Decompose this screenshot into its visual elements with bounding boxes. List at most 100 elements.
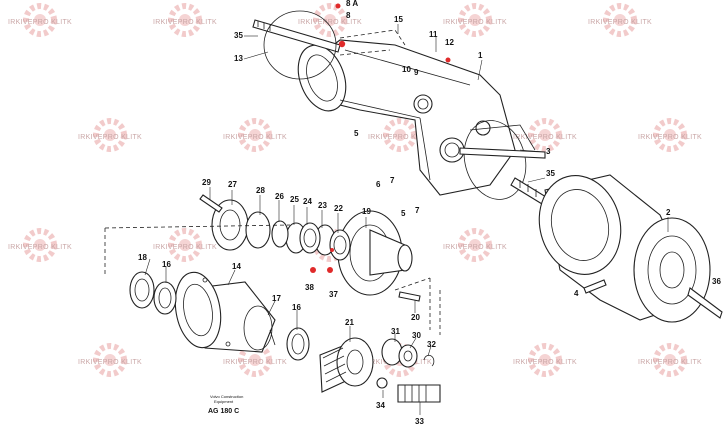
callout-32: 32 [427, 340, 436, 349]
callout-15: 15 [394, 15, 403, 24]
watermark-gear-icon [23, 3, 57, 37]
watermark-stamp: IRKIVEPRO KLITK [153, 3, 217, 37]
callout-4: 4 [574, 289, 579, 298]
watermark-stamp: IRKIVEPRO KLITK [368, 118, 432, 152]
watermark-text: IRKIVEPRO KLITK [78, 134, 142, 141]
plate-15 [339, 29, 406, 56]
clip-32 [423, 354, 435, 367]
watermark-gear-hub [249, 129, 261, 141]
callout-28: 28 [256, 186, 265, 195]
callout-26: 26 [275, 192, 284, 201]
watermark-text: IRKIVEPRO KLITK [588, 19, 652, 26]
watermark-text: IRKIVEPRO KLITK [443, 19, 507, 26]
callout-8: 8 [346, 11, 351, 20]
callout-8a: 8 A [346, 0, 358, 8]
callout-16a: 16 [162, 260, 171, 269]
watermark-text: IRKIVEPRO KLITK [638, 359, 702, 366]
watermark-stamp: IRKIVEPRO KLITK [298, 3, 362, 37]
callout-1: 1 [478, 51, 483, 60]
watermark-text: IRKIVEPRO KLITK [153, 19, 217, 26]
watermark-gear-hub [664, 354, 676, 366]
watermark-stamp: IRKIVEPRO KLITK [513, 118, 577, 152]
callout-30: 30 [412, 331, 421, 340]
caption-block: Volvo Construction Equipment AG 180 C [208, 394, 243, 415]
watermark-gear-hub [539, 129, 551, 141]
callout-7a: 7 [390, 176, 395, 185]
spacer-17 [269, 329, 276, 346]
callout-13: 13 [234, 54, 243, 63]
watermark-text: IRKIVEPRO KLITK [8, 19, 72, 26]
callout-38: 38 [305, 283, 314, 292]
callout-34: 34 [376, 401, 385, 410]
watermark-stamp: IRKIVEPRO KLITK [443, 3, 507, 37]
callout-35a: 35 [234, 31, 243, 40]
diagram-code: AG 180 C [208, 408, 239, 415]
watermark-stamp: IRKIVEPRO KLITK [638, 118, 702, 152]
watermark-text: IRKIVEPRO KLITK [223, 359, 287, 366]
watermark-gear-icon [458, 3, 492, 37]
watermark-text: IRKIVEPRO KLITK [298, 19, 362, 26]
watermark-gear-icon [528, 343, 562, 377]
highlight-markers [310, 3, 451, 273]
callout-25: 25 [290, 195, 299, 204]
callout-3: 3 [546, 147, 551, 156]
watermark-gear-icon [603, 3, 637, 37]
watermark-gear-hub [394, 129, 406, 141]
watermark-gear-icon [23, 228, 57, 262]
watermark-text: IRKIVEPRO KLITK [368, 134, 432, 141]
callout-20: 20 [411, 313, 420, 322]
shaft-36 [687, 287, 723, 319]
callout-16b: 16 [292, 303, 301, 312]
watermark-gear-icon [528, 118, 562, 152]
callout-5a: 5 [354, 129, 359, 138]
watermark-gear-hub [614, 14, 626, 26]
axle-housing-part-1 [297, 39, 536, 200]
bolt-29 [199, 194, 223, 213]
callout-17: 17 [272, 294, 281, 303]
callout-6: 6 [376, 180, 381, 189]
watermark-stamp: IRKIVEPRO KLITK [223, 118, 287, 152]
watermark-text: IRKIVEPRO KLITK [513, 134, 577, 141]
watermark-gear-hub [469, 239, 481, 251]
watermark-stamp: IRKIVEPRO KLITK [8, 228, 72, 262]
bearing-ring-16-left [153, 281, 177, 315]
callout-37: 37 [329, 290, 338, 299]
caption-line-1: Volvo Construction [210, 394, 243, 399]
watermark-stamp: IRKIVEPRO KLITK [153, 228, 217, 262]
callout-27: 27 [228, 180, 237, 189]
watermark-text: IRKIVEPRO KLITK [513, 359, 577, 366]
callout-12: 12 [445, 38, 454, 47]
drive-shaft-35-top [252, 19, 341, 53]
callout-14: 14 [232, 262, 241, 271]
watermark-stamp: IRKIVEPRO KLITK [78, 118, 142, 152]
watermark-stamp: IRKIVEPRO KLITK [588, 3, 652, 37]
watermark-gear-hub [179, 239, 191, 251]
callout-21: 21 [345, 318, 354, 327]
watermark-gear-icon [238, 118, 272, 152]
nut-34 [376, 377, 388, 389]
watermark-gear-icon [383, 118, 417, 152]
caption-line-2: Equipment [214, 399, 234, 404]
watermark-gear-icon [313, 3, 347, 37]
watermark-stamp: IRKIVEPRO KLITK [443, 228, 507, 262]
callout-22: 22 [334, 204, 343, 213]
callout-10: 10 [402, 65, 411, 74]
watermark-text: IRKIVEPRO KLITK [443, 244, 507, 251]
watermark-gear-hub [249, 354, 261, 366]
callout-36: 36 [712, 277, 721, 286]
callout-9: 9 [414, 68, 419, 77]
callout-7b: 7 [415, 206, 420, 215]
watermark-stamp: IRKIVEPRO KLITK [78, 343, 142, 377]
watermark-gear-hub [104, 354, 116, 366]
bolt-4 [583, 279, 607, 294]
gasket-ring-13 [263, 10, 337, 80]
watermark-gear-icon [653, 118, 687, 152]
callout-33: 33 [415, 417, 424, 426]
bolt-20 [398, 291, 421, 302]
watermark-text: IRKIVEPRO KLITK [368, 359, 432, 366]
callout-11: 11 [429, 30, 438, 39]
watermark-text: IRKIVEPRO KLITK [223, 134, 287, 141]
shaft-33 [397, 384, 441, 403]
